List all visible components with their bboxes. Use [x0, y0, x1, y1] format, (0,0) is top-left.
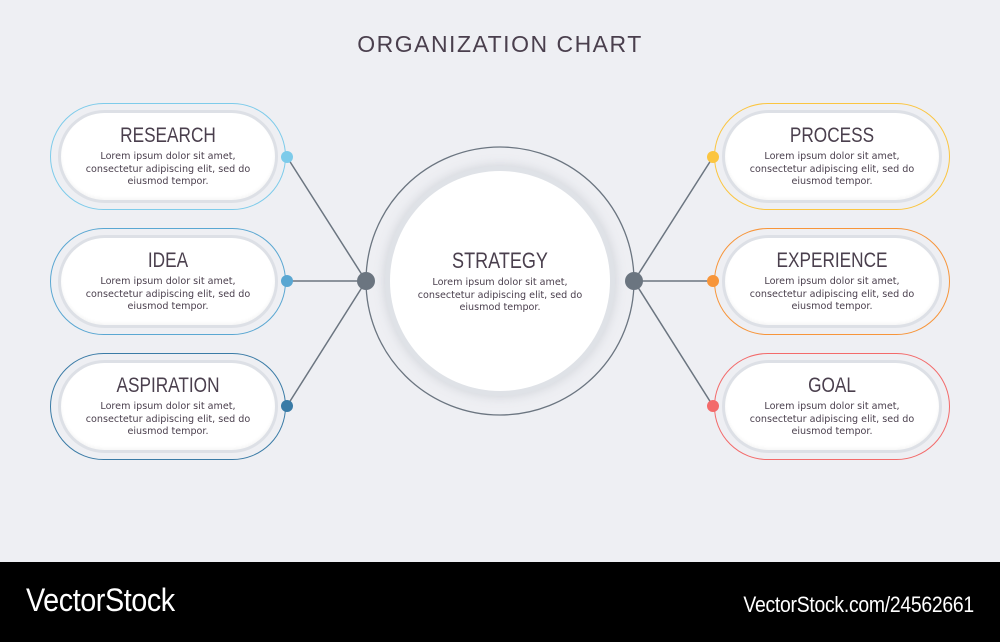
right-hub-dot-icon — [625, 272, 643, 290]
process-dot-icon — [707, 151, 719, 163]
node-process: PROCESS Lorem ipsum dolor sit amet, cons… — [714, 103, 950, 210]
node-research: RESEARCH Lorem ipsum dolor sit amet, con… — [50, 103, 286, 210]
node-heading: RESEARCH — [120, 124, 216, 147]
node-heading: EXPERIENCE — [776, 249, 888, 272]
dot-layer — [281, 151, 719, 412]
node-heading: PROCESS — [789, 124, 875, 147]
node-body: Lorem ipsum dolor sit amet, consectetur … — [749, 151, 915, 187]
node-heading: IDEA — [147, 249, 189, 272]
center-heading: STRATEGY — [452, 248, 548, 273]
node-goal: GOAL Lorem ipsum dolor sit amet, consect… — [714, 353, 950, 460]
connector-aspiration — [286, 280, 367, 407]
research-dot-icon — [281, 151, 293, 163]
node-heading: GOAL — [808, 374, 856, 397]
node-body: Lorem ipsum dolor sit amet, consectetur … — [85, 276, 251, 312]
idea-dot-icon — [281, 275, 293, 287]
watermark-bar: VectorStock VectorStock.com/24562661 — [0, 562, 1000, 642]
node-body: Lorem ipsum dolor sit amet, consectetur … — [85, 401, 251, 437]
chart-title: ORGANIZATION CHART — [357, 31, 643, 57]
brand-logo: VectorStock — [26, 582, 175, 618]
experience-dot-icon — [707, 275, 719, 287]
aspiration-dot-icon — [281, 400, 293, 412]
node-aspiration: ASPIRATION Lorem ipsum dolor sit amet, c… — [50, 353, 286, 460]
brand-url: VectorStock.com/24562661 — [743, 592, 975, 617]
node-heading: ASPIRATION — [116, 374, 220, 397]
node-body: Lorem ipsum dolor sit amet, consectetur … — [749, 401, 915, 437]
center-node-strategy: STRATEGY Lorem ipsum dolor sit amet, con… — [390, 171, 610, 391]
left-hub-dot-icon — [357, 272, 375, 290]
connector-research — [286, 156, 367, 282]
node-idea: IDEA Lorem ipsum dolor sit amet, consect… — [50, 228, 286, 335]
connector-process — [633, 156, 714, 282]
node-body: Lorem ipsum dolor sit amet, consectetur … — [749, 276, 915, 312]
connector-goal — [633, 280, 714, 407]
node-body: Lorem ipsum dolor sit amet, consectetur … — [85, 151, 251, 187]
goal-dot-icon — [707, 400, 719, 412]
node-experience: EXPERIENCE Lorem ipsum dolor sit amet, c… — [714, 228, 950, 335]
center-body: Lorem ipsum dolor sit amet, consectetur … — [417, 277, 583, 313]
